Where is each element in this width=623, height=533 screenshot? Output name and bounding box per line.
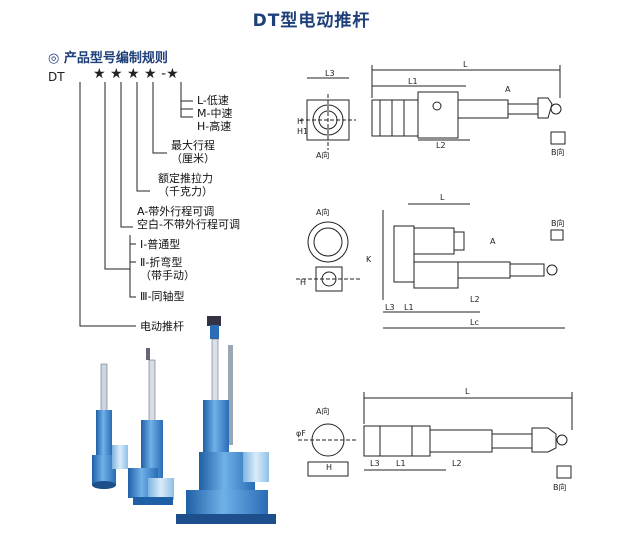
- speed-option-mid: M-中速: [197, 107, 233, 120]
- speed-option-high: H-高速: [197, 120, 232, 133]
- dim-H1-top: H1: [297, 127, 308, 136]
- star-4: ★: [144, 66, 157, 82]
- page-title: DT型电动推杆: [252, 11, 371, 31]
- view-A-bot: A向: [316, 406, 329, 416]
- code-stars: ★ ★ ★ ★ -★: [93, 66, 179, 82]
- drawing-type-1: [300, 65, 566, 150]
- speed-option-low: L-低速: [197, 94, 229, 107]
- thrust-label: 额定推拉力: [158, 172, 213, 185]
- view-B-bot: B向: [553, 482, 567, 492]
- drawing-type-2: [296, 203, 565, 329]
- thrust-unit: （千克力）: [158, 185, 213, 198]
- dim-A-mid: A: [490, 237, 496, 246]
- star-2: ★: [110, 66, 123, 82]
- star-5: -★: [161, 66, 179, 82]
- dim-K-mid: K: [366, 255, 372, 264]
- view-B-mid: B向: [551, 218, 565, 228]
- actuator-small: [92, 363, 128, 489]
- dim-L3-mid: L3: [385, 303, 395, 312]
- dim-H-mid: H: [300, 278, 306, 287]
- view-A-mid: A向: [316, 207, 329, 217]
- dim-L1-bot: L1: [396, 459, 406, 468]
- dim-A-top: A: [505, 85, 511, 94]
- view-A-top: A向: [316, 150, 329, 160]
- drawing-type-3: [298, 392, 573, 479]
- dim-H-bot: H: [326, 463, 332, 472]
- product-name: 电动推杆: [140, 320, 184, 333]
- star-3: ★: [127, 66, 140, 82]
- dim-L-bot: L: [465, 387, 470, 396]
- stroke-unit: （厘米）: [171, 152, 215, 165]
- dim-L-top: L: [463, 60, 468, 69]
- rule-heading: ◎ 产品型号编制规则: [48, 51, 168, 66]
- dim-L3-bot: L3: [370, 459, 380, 468]
- actuator-medium: [128, 348, 174, 505]
- dim-L1-top: L1: [408, 77, 418, 86]
- dim-Lc-mid: Lc: [470, 318, 479, 327]
- code-prefix: DT: [48, 70, 65, 84]
- model-2: Ⅱ-折弯型: [140, 256, 183, 269]
- dim-L2-bot: L2: [452, 459, 462, 468]
- view-B-top: B向: [551, 147, 565, 157]
- model-3: Ⅲ-同轴型: [140, 290, 185, 303]
- actuator-large: [176, 316, 276, 524]
- dim-phiF-bot: φF: [296, 429, 306, 438]
- star-1: ★: [93, 66, 106, 82]
- stroke-type-a: A-带外行程可调: [137, 205, 215, 218]
- dim-L3-top: L3: [325, 69, 335, 78]
- stroke-type-blank: 空白-不带外行程可调: [137, 218, 240, 231]
- model-2-note: （带手动）: [140, 269, 195, 282]
- dim-H-top: H: [297, 117, 303, 126]
- dim-L1-mid: L1: [404, 303, 414, 312]
- stroke-label: 最大行程: [171, 139, 215, 152]
- dim-L-mid: L: [440, 193, 445, 202]
- dim-L2-mid: L2: [470, 295, 480, 304]
- model-1: Ⅰ-普通型: [140, 238, 181, 251]
- dim-L2-top: L2: [436, 141, 446, 150]
